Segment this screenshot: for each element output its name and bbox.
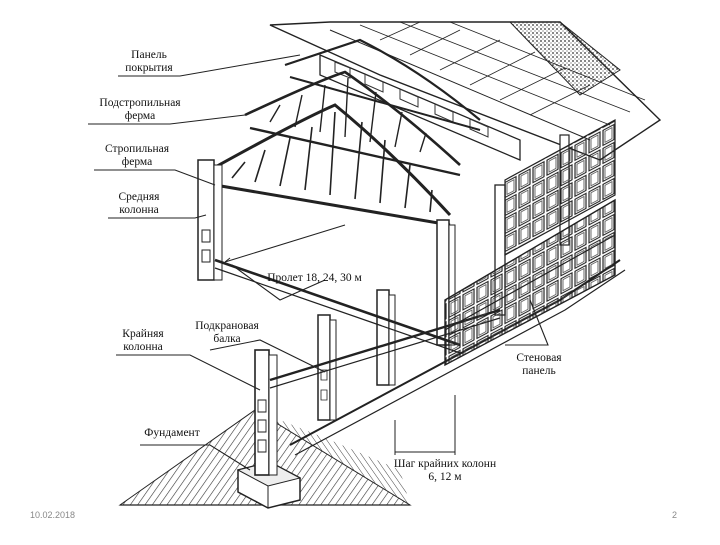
label-sub-rafter-truss: Подстропильная ферма xyxy=(88,97,192,123)
label-foundation: Фундамент xyxy=(144,427,200,439)
label-column-pitch-line2: 6, 12 м xyxy=(428,471,462,483)
sub-rafter-truss-drawing xyxy=(319,54,521,161)
roof-slabs xyxy=(269,21,662,161)
label-roof-panel-line1: Панель xyxy=(131,49,167,61)
slide-page-number: 2 xyxy=(672,510,678,520)
label-sub-rafter-truss-line2: ферма xyxy=(124,110,156,122)
label-crane-beam-line1: Подкрановая xyxy=(195,320,259,332)
label-middle-column-line1: Средняя xyxy=(118,191,160,203)
label-crane-beam-line2: балка xyxy=(213,333,241,345)
label-wall-panel: Стеновая панель xyxy=(505,352,573,378)
label-edge-column: Крайняя колонна xyxy=(108,328,178,354)
label-crane-beam: Подкрановая балка xyxy=(185,320,269,346)
leader-lines xyxy=(88,54,549,471)
label-roof-panel: Панель покрытия xyxy=(118,49,180,75)
label-rafter-truss-line1: Стропильная xyxy=(104,143,170,155)
label-edge-column-line2: колонна xyxy=(123,341,163,353)
label-wall-panel-line2: панель xyxy=(522,365,556,377)
label-roof-panel-line2: покрытия xyxy=(125,62,173,74)
label-span: Пролет 18, 24, 30 м xyxy=(267,272,362,284)
label-rafter-truss: Стропильная ферма xyxy=(92,143,182,169)
edge-column xyxy=(254,349,278,476)
label-sub-rafter-truss-line1: Подстропильная xyxy=(99,97,181,109)
middle-column xyxy=(197,159,223,281)
label-column-pitch-line1: Шаг крайних колонн xyxy=(393,458,497,470)
crane-column-b xyxy=(376,289,396,386)
dimension-lines xyxy=(224,224,456,455)
label-middle-column: Средняя колонна xyxy=(100,191,178,217)
label-column-pitch: Шаг крайних колонн 6, 12 м xyxy=(380,458,510,484)
rafter-trusses xyxy=(209,38,481,227)
crane-column-a xyxy=(317,314,337,421)
wall-panels-drawing xyxy=(444,118,616,367)
label-edge-column-line1: Крайняя xyxy=(122,328,164,340)
label-wall-panel-line1: Стеновая xyxy=(516,352,562,364)
slide-date: 10.02.2018 xyxy=(30,510,76,520)
label-middle-column-line2: колонна xyxy=(119,204,159,216)
label-rafter-truss-line2: ферма xyxy=(121,156,153,168)
